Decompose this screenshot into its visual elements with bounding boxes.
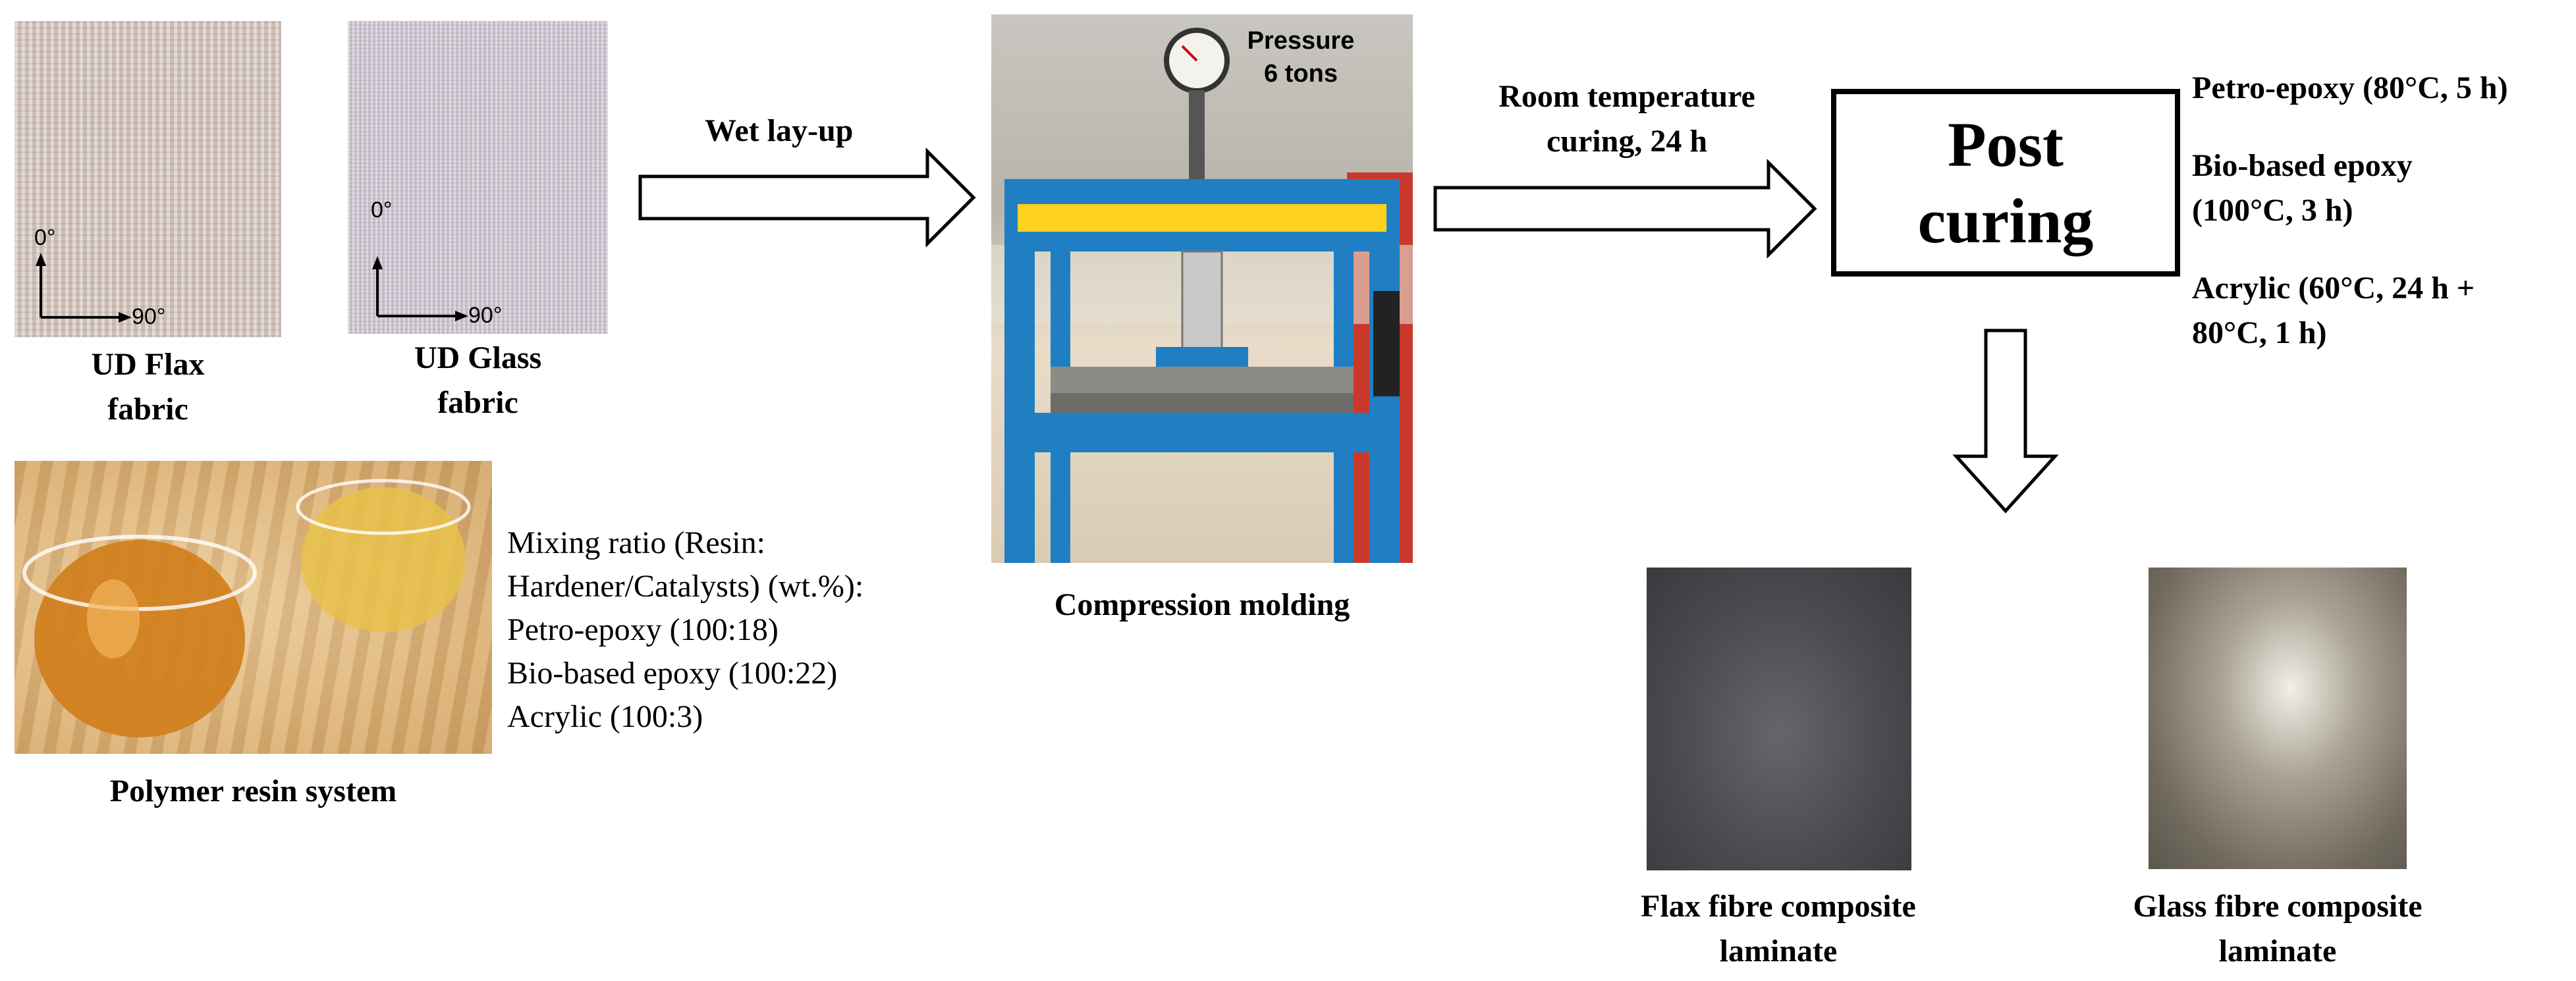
mixing-ratio-text: Mixing ratio (Resin: Hardener/Catalysts)… <box>507 521 968 739</box>
condition-acrylic-2: 80°C, 1 h) <box>2192 315 2327 350</box>
glass-axis-90-label: 90° <box>468 303 503 328</box>
condition-bio-2: (100°C, 3 h) <box>2192 193 2353 228</box>
room-temp-arrow <box>1433 159 1817 258</box>
glass-laminate-photo <box>2149 568 2407 869</box>
flax-laminate-caption: Flax fibre composite laminate <box>1641 889 1916 968</box>
condition-petro: Petro-epoxy (80°C, 5 h) <box>2192 70 2508 105</box>
glass-fabric-photo: 0° 90° <box>348 21 608 334</box>
glass-axis-0-label: 0° <box>371 198 393 223</box>
mixing-line: Petro-epoxy (100:18) <box>507 612 779 647</box>
post-curing-box: Post curing <box>1831 89 2180 277</box>
press-machine <box>991 28 1413 563</box>
down-arrow <box>1952 329 2059 514</box>
room-temp-curing-label: Room temperature curing, 24 h <box>1498 79 1755 159</box>
press-photo: Pressure 6 tons <box>991 14 1413 563</box>
resin-cups <box>22 479 471 737</box>
flax-axis-90-label: 90° <box>132 304 166 329</box>
wet-layup-arrow <box>638 148 976 247</box>
press-caption: Compression molding <box>1054 587 1350 622</box>
mixing-line: Hardener/Catalysts) (wt.%): <box>507 569 864 604</box>
mixing-line: Bio-based epoxy (100:22) <box>507 656 838 691</box>
flax-laminate-photo <box>1647 568 1911 870</box>
flax-fabric-caption: UD Flax fabric <box>91 347 205 427</box>
resin-caption: Polymer resin system <box>109 774 397 809</box>
flax-axis-arrows <box>36 253 132 323</box>
glass-fabric-caption: UD Glass fabric <box>414 340 542 420</box>
mixing-line: Acrylic (100:3) <box>507 699 703 734</box>
flax-fabric-photo: 0° 90° <box>14 21 281 337</box>
wet-layup-label: Wet lay-up <box>705 113 854 148</box>
mixing-line: Mixing ratio (Resin: <box>507 525 765 560</box>
condition-bio-1: Bio-based epoxy <box>2192 148 2413 183</box>
post-curing-conditions: Petro-epoxy (80°C, 5 h) Bio-based epoxy … <box>2192 66 2567 356</box>
glass-axis-arrows <box>372 256 468 321</box>
pressure-label: Pressure 6 tons <box>1247 27 1355 88</box>
resin-photo <box>14 461 492 754</box>
glass-laminate-caption: Glass fibre composite laminate <box>2133 889 2423 968</box>
flax-axis-0-label: 0° <box>34 225 56 250</box>
condition-acrylic-1: Acrylic (60°C, 24 h + <box>2192 271 2475 305</box>
